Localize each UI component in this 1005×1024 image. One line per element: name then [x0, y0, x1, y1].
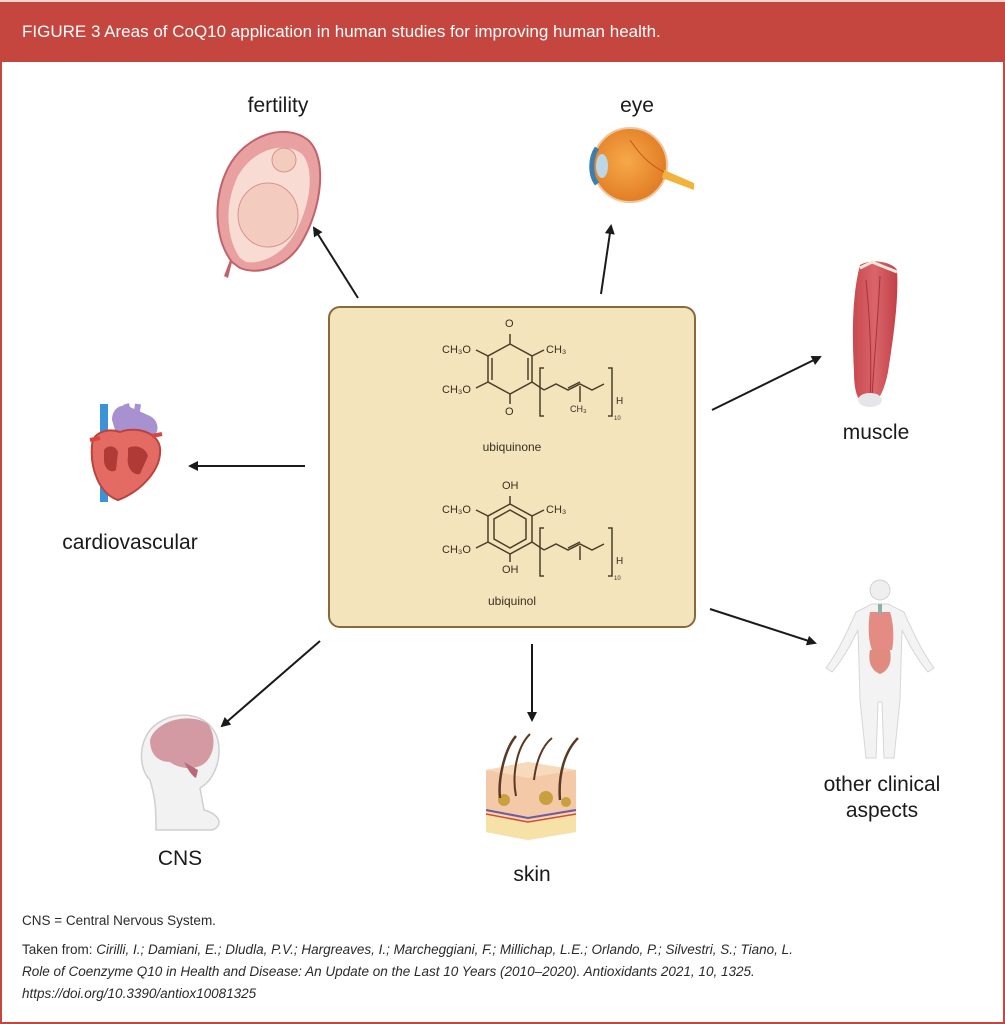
- ubiquinol-structure: [475, 496, 613, 577]
- ubiquinone-ch3: CH₃: [546, 344, 567, 356]
- label-fertility: fertility: [247, 94, 309, 117]
- source-doi-link[interactable]: https://doi.org/10.3390/antiox10081325: [22, 986, 257, 1001]
- arrow-to-cns: [220, 640, 321, 728]
- arrow-to-eye: [600, 224, 615, 295]
- arrow-to-other-clinical: [709, 608, 817, 646]
- figure-footer: CNS = Central Nervous System. Taken from…: [22, 910, 982, 1005]
- label-muscle: muscle: [842, 421, 910, 444]
- uterus-fetus-icon: [216, 130, 322, 278]
- ubiquinol-terminal-h: H: [616, 556, 624, 567]
- ubiquinone-terminal-h: H: [616, 396, 624, 407]
- ubiquinol-ch3o-1: CH₃O: [442, 504, 471, 516]
- arrow-to-muscle: [711, 356, 822, 411]
- ubiquinol-bottom-oh: OH: [502, 564, 519, 576]
- source-citation: Taken from: Cirilli, I.; Damiani, E.; Dl…: [22, 939, 982, 961]
- source-prefix: Taken from:: [22, 942, 97, 957]
- human-body-icon: [825, 579, 935, 759]
- ubiquinone-repeat: 10: [614, 416, 621, 422]
- ubiquinone-bottom-o: O: [505, 406, 514, 418]
- heart-icon: [89, 403, 163, 502]
- ubiquinone-chain-ch3: CH₃: [570, 404, 587, 414]
- ubiquinol-ch3o-2: CH₃O: [442, 544, 471, 556]
- label-eye: eye: [620, 94, 654, 117]
- abbreviation-note: CNS = Central Nervous System.: [22, 913, 216, 928]
- eye-icon: [589, 127, 694, 203]
- ubiquinone-ch3o-2: CH₃O: [442, 384, 471, 396]
- source-title: Role of Coenzyme Q10 in Health and Disea…: [22, 964, 755, 979]
- ubiquinol-repeat: 10: [614, 576, 621, 582]
- ubiquinol-top-oh: OH: [502, 480, 519, 492]
- label-cardiovascular: cardiovascular: [62, 531, 198, 554]
- ubiquinone-ch3o-1: CH₃O: [442, 344, 471, 356]
- ubiquinone-structure: [475, 334, 613, 417]
- skin-layers-icon: [485, 733, 579, 840]
- source-authors: Cirilli, I.; Damiani, E.; Dludla, P.V.; …: [96, 942, 793, 957]
- muscle-icon: [852, 260, 898, 407]
- ubiquinone-name: ubiquinone: [482, 440, 542, 454]
- figure-header: FIGURE 3 Areas of CoQ10 application in h…: [0, 2, 1005, 62]
- figure-title: FIGURE 3 Areas of CoQ10 application in h…: [22, 22, 661, 41]
- molecule-structures: [475, 334, 613, 577]
- arrow-to-fertility: [312, 226, 359, 299]
- ubiquinone-top-o: O: [505, 318, 514, 330]
- ubiquinol-name: ubiquinol: [487, 594, 537, 608]
- label-other-clinical-line2: aspects: [845, 799, 919, 822]
- ubiquinol-ch3: CH₃: [546, 504, 567, 516]
- header-top-line: [0, 0, 1005, 2]
- coq10-structures-box: O CH₃O CH₃O CH₃ O CH₃ H 10 ubiquinone OH…: [328, 306, 696, 628]
- label-other-clinical-line1: other clinical: [823, 773, 941, 796]
- brain-head-icon: [140, 714, 220, 831]
- label-skin: skin: [513, 863, 551, 886]
- label-cns: CNS: [157, 847, 203, 870]
